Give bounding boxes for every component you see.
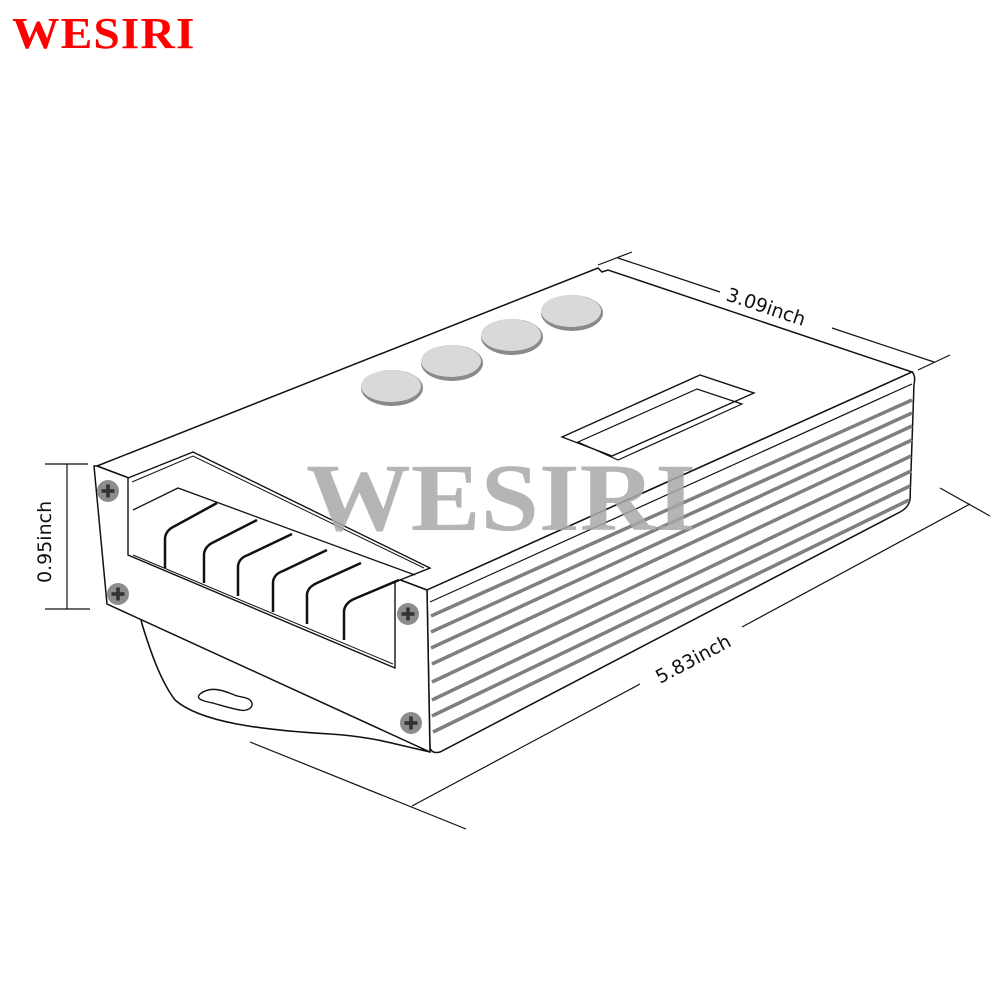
screw-icon [107,583,129,605]
terminal-block-edge [132,487,416,576]
button-4[interactable] [541,295,603,331]
control-buttons [361,295,603,406]
screw-icon [397,603,419,625]
height-label: 0.95inch [34,501,56,583]
watermark-text: WESIRI [306,444,696,551]
button-3[interactable] [481,319,543,355]
button-1[interactable] [361,370,423,406]
heat-sink-ribs [430,398,913,734]
bracket-slot-icon [197,688,253,712]
button-2[interactable] [421,345,483,381]
front-end-panel [93,451,432,754]
screw-icon [97,480,119,502]
ribbed-side-panel [426,371,916,754]
brand-logo: WESIRI [12,9,196,58]
screw-icon [400,712,422,734]
display-window-inner [576,388,744,461]
length-label: 5.83inch [652,630,735,688]
dimension-height: 0.95inch [34,463,90,610]
terminal-separators [163,501,400,640]
